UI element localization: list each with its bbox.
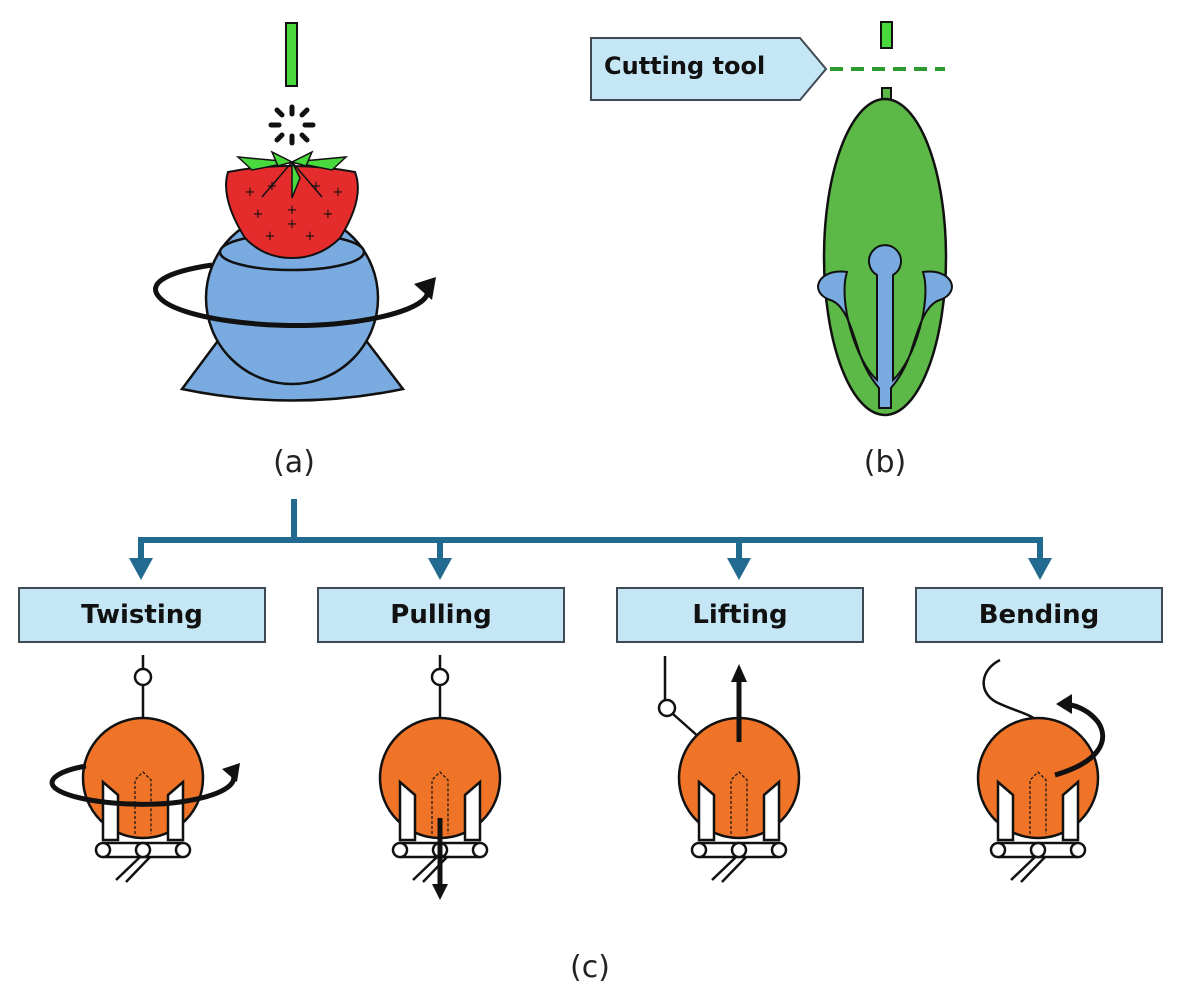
- svg-text:+: +: [287, 217, 298, 232]
- svg-text:+: +: [267, 179, 278, 194]
- panel-b-caption: (b): [863, 445, 907, 480]
- pulling-diagram: [378, 655, 502, 900]
- method-box-pulling: Pulling: [317, 587, 565, 643]
- gripper: [817, 244, 953, 409]
- method-label-pulling: Pulling: [390, 600, 492, 630]
- svg-text:+: +: [305, 229, 316, 244]
- svg-text:+: +: [287, 203, 298, 218]
- strawberry-seeds: ++++ +++ +++: [245, 179, 344, 244]
- twisting-diagram: [49, 655, 240, 883]
- connector-tree: [138, 499, 1043, 560]
- method-label-lifting: Lifting: [692, 600, 788, 630]
- panel-a-diagram: ++++ +++ +++: [153, 22, 436, 402]
- svg-text:+: +: [253, 207, 264, 222]
- connector-arrowheads: [129, 558, 1052, 580]
- lifting-diagram: [657, 656, 801, 883]
- cutting-tool-label-box: [590, 37, 828, 101]
- cutting-tool-label: Cutting tool: [604, 52, 766, 80]
- panel-a-caption: (a): [273, 445, 315, 480]
- method-box-lifting: Lifting: [616, 587, 864, 643]
- svg-text:+: +: [265, 229, 276, 244]
- method-box-bending: Bending: [915, 587, 1163, 643]
- strawberry-leaves: [235, 150, 349, 199]
- rotation-arrow-a: [153, 262, 430, 328]
- svg-text:+: +: [333, 185, 344, 200]
- panel-b-diagram: [590, 21, 953, 417]
- method-label-twisting: Twisting: [81, 600, 203, 630]
- svg-text:+: +: [311, 179, 322, 194]
- laser-bar: [285, 22, 298, 87]
- spark-icon: [268, 104, 316, 146]
- stem-top: [880, 21, 893, 49]
- method-label-bending: Bending: [978, 600, 1100, 630]
- method-box-twisting: Twisting: [18, 587, 266, 643]
- panel-c-caption: (c): [570, 950, 610, 985]
- svg-text:+: +: [245, 185, 256, 200]
- svg-text:+: +: [323, 207, 334, 222]
- bending-diagram: [976, 658, 1106, 883]
